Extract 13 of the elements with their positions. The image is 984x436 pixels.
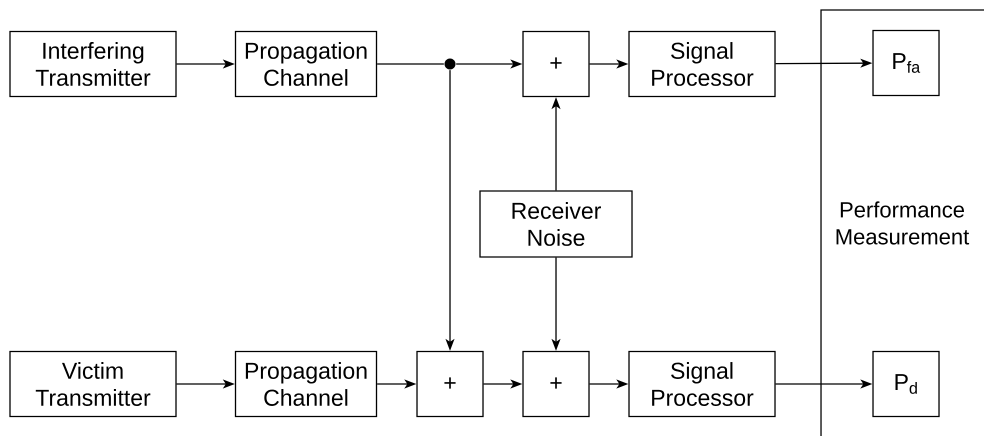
measurement-box: P$_{d}$ [872, 350, 940, 418]
block-box: Propagation Channel [234, 30, 378, 98]
block-box: Signal Processor [628, 30, 776, 98]
block-box: + [522, 350, 590, 418]
block-box: + [522, 30, 590, 98]
block-box: Victim Transmitter [9, 350, 177, 418]
block-box: Interfering Transmitter [9, 30, 177, 98]
measurement-box: P$_{fa}$ [872, 30, 940, 96]
junction-dot [444, 58, 456, 70]
block-box: Propagation Channel [234, 350, 378, 418]
block-box: Receiver Noise [479, 190, 633, 258]
block-box: + [416, 350, 484, 418]
block-box: Signal Processor [628, 350, 776, 418]
